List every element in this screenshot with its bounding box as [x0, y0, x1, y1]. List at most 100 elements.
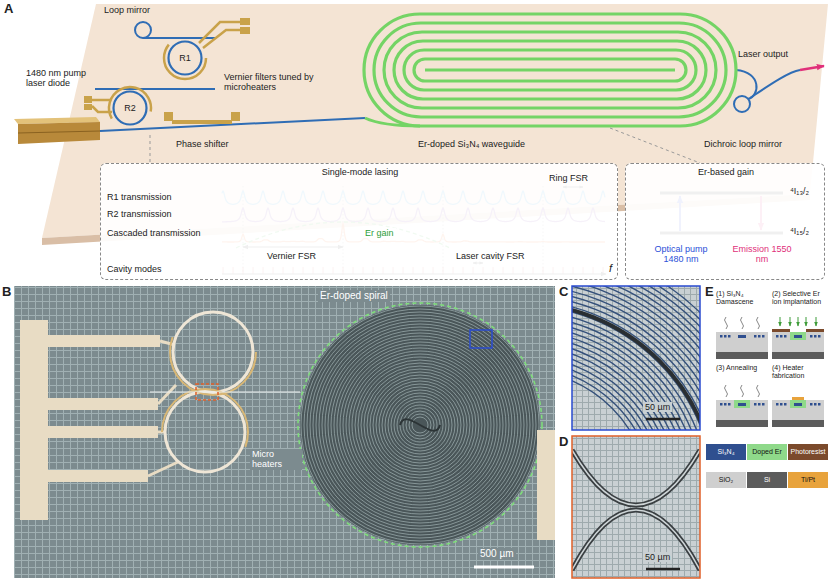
nitride-waveguide [776, 335, 779, 338]
panel-letter: A [4, 2, 13, 17]
spiral-turn [572, 286, 700, 430]
heater-pad [20, 320, 48, 520]
process-steps [716, 317, 824, 427]
spiral-turn [382, 387, 458, 463]
legend-item: Ti/Pt [788, 472, 828, 488]
cross-section [772, 317, 824, 359]
nitride-waveguide [818, 403, 821, 406]
laser-output-arrow [800, 66, 824, 70]
nitride-waveguide [762, 403, 765, 406]
er-doped-spiral-waveguide [404, 50, 696, 90]
spiral-turn [313, 318, 527, 532]
node-text: f [609, 262, 612, 275]
panel-letter: E [705, 285, 714, 300]
nitride-waveguide [794, 403, 802, 406]
spiral-turn [397, 402, 443, 448]
zoom-micrograph [572, 436, 700, 578]
waveguide [95, 22, 800, 131]
nitride-waveguide [784, 403, 787, 406]
heat-symbol [757, 385, 760, 397]
heater-pad [48, 398, 158, 410]
er-doped-spiral-waveguide [384, 32, 716, 108]
zoom-box [196, 384, 218, 400]
nitride-waveguide [784, 335, 787, 338]
ring-resonator: R2 [112, 90, 148, 126]
heat-symbol [725, 317, 728, 329]
spiral-turn [337, 342, 503, 508]
zoom-micrograph [572, 436, 700, 578]
zoom-box [470, 330, 492, 348]
spiral-turn [349, 354, 491, 496]
legend-text: Si [747, 476, 787, 484]
nitride-waveguide [814, 335, 817, 338]
legend-item: Doped Er [747, 444, 787, 460]
pump-laser-diode [18, 122, 100, 144]
legend-item: SiO₂ [706, 472, 746, 488]
spiral-turn [331, 336, 509, 514]
nitride-waveguide [754, 403, 757, 406]
spiral-turn [376, 381, 464, 469]
heat-symbol [741, 317, 744, 329]
heater-pad [537, 430, 555, 540]
photoresist [806, 329, 824, 332]
er-doped-spiral-waveguide [414, 59, 686, 81]
nitride-waveguide [810, 335, 813, 338]
region-label: Micro heaters [250, 449, 302, 470]
doped-region [790, 332, 806, 340]
oxide-layer [772, 400, 824, 420]
spiral-turn [572, 286, 700, 430]
nitride-waveguide [762, 335, 765, 338]
ring-micrograph [150, 391, 300, 392]
scale-label: 50 µm [643, 552, 672, 562]
spiral-center [400, 419, 440, 431]
spiral-turn [391, 396, 449, 454]
doped-region [734, 400, 750, 408]
spiral-turn [572, 286, 700, 430]
heater [792, 397, 804, 400]
node-text: Er-based gain [626, 167, 826, 177]
spiral-turn [361, 366, 479, 484]
ion-arrow [780, 317, 781, 326]
step-label: (1) Si₃N₄ Damascene [716, 290, 770, 306]
er-doped-spiral-waveguide [374, 23, 726, 117]
heater-lead [158, 385, 176, 404]
legend-item: Si₃N₄ [706, 444, 746, 460]
scale-label: 50 µm [643, 402, 672, 412]
nitride-waveguide [818, 335, 821, 338]
ring-micrograph [165, 392, 245, 472]
coupler-waveguides [572, 450, 700, 570]
spiral-turn [340, 345, 500, 505]
step-label: (4) Heater fabrication [772, 364, 828, 380]
node-text: Cascaded transmission [107, 228, 201, 238]
component-label: Laser output [738, 49, 788, 59]
spiral-turn [572, 345, 675, 430]
phase-shifter [164, 112, 240, 124]
legend-text: Ti/Pt [788, 476, 828, 484]
node-text: Ring FSR [549, 173, 588, 183]
spiral-micrograph [298, 303, 542, 547]
spiral-turn [307, 312, 533, 538]
panel-letter: D [559, 435, 568, 450]
heater-pad [20, 320, 555, 540]
oxide-layer [716, 400, 768, 420]
legend-text: Photoresist [788, 448, 828, 456]
heater-pad [240, 27, 250, 34]
microheater [92, 99, 111, 102]
nitride-waveguide [720, 403, 723, 406]
spiral-turn [343, 348, 497, 502]
node-text: R2 transmission [107, 209, 172, 219]
component-label: Loop mirror [104, 5, 150, 15]
cross-section [716, 385, 768, 427]
spiral-turn [316, 321, 524, 529]
heater-pad [48, 335, 160, 347]
inset-box: Single-mode lasingR1 transmissionR2 tran… [100, 163, 618, 280]
spiral-turn [370, 375, 470, 475]
nitride-waveguide [814, 403, 817, 406]
waveguide [135, 22, 151, 38]
component-label: Vernier filters tuned by microheaters [224, 72, 328, 93]
ring-micrograph [173, 312, 253, 392]
zoom-micrograph [646, 568, 680, 571]
panel-letter: C [559, 285, 568, 300]
scale-bar [474, 566, 534, 569]
spiral-turn [325, 330, 515, 520]
